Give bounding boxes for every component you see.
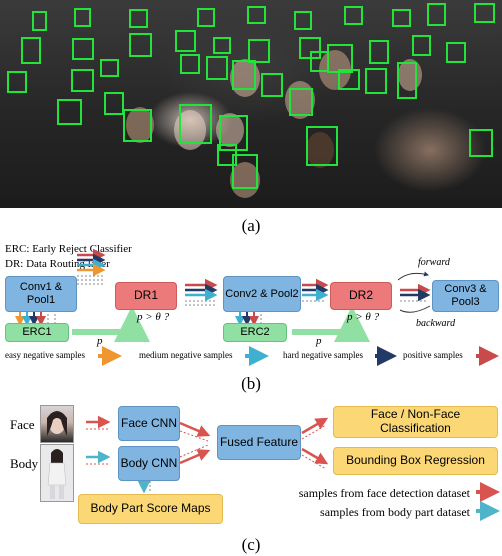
pipeline-arrows [15, 248, 499, 366]
face-detection-box [32, 11, 47, 31]
face-input-label: Face [10, 417, 35, 432]
people-silhouettes [126, 50, 422, 198]
erc1-block: ERC1 [5, 323, 69, 342]
face-detection-box [427, 3, 446, 26]
dr2-block: DR2 [330, 282, 392, 310]
face-detection-box [469, 129, 493, 157]
face-detection-box [213, 37, 231, 54]
backward-label: backward [416, 318, 456, 329]
easy-negative-label: easy negative samples [5, 350, 85, 360]
positive-label: positive samples [403, 350, 463, 360]
routing-arrow-1 [72, 306, 150, 342]
face-detection-box [232, 60, 256, 90]
hard-negative-label: hard negative samples [283, 350, 363, 360]
face-detection-box [179, 104, 212, 144]
erc2-block: ERC2 [223, 323, 287, 342]
face-detection-box [197, 8, 215, 27]
face-detection-box [21, 37, 41, 64]
fusion-arrows [86, 415, 500, 521]
face-image [47, 411, 67, 436]
p-label-1: p [97, 335, 103, 347]
dr1-condition: p > θ ? [137, 311, 170, 323]
face-thumbnail [40, 405, 74, 443]
legend-face-samples: samples from face detection dataset [298, 486, 470, 500]
face-detection-box [104, 92, 124, 115]
conv3-pool3-block: Conv3 & Pool3 [432, 280, 499, 312]
arrow-stack-4 [400, 283, 431, 302]
face-detection-box [397, 62, 417, 99]
face-detection-box [338, 69, 360, 90]
face-detection-box [412, 35, 431, 56]
body-input-label: Body [10, 456, 39, 471]
face-detection-box [261, 73, 283, 97]
face-detection-box [446, 42, 466, 63]
dr1-block: DR1 [115, 282, 177, 310]
face-detection-box [474, 3, 495, 23]
dr2-condition: p > θ ? [347, 311, 380, 323]
forward-backward-arrows [397, 271, 431, 313]
face-detection-box [392, 9, 411, 27]
face-detection-box [294, 11, 312, 30]
face-detection-box [219, 115, 248, 151]
face-detection-box [369, 40, 389, 64]
body-cnn-block: Body CNN [118, 446, 180, 481]
face-detection-box [7, 71, 27, 93]
arrow-stack-3 [302, 278, 329, 302]
face-detection-box [344, 6, 363, 25]
face-cnn-block: Face CNN [118, 406, 180, 441]
face-detection-box [248, 39, 270, 63]
conv1-pool1-block: Conv1 & Pool1 [5, 276, 77, 312]
face-detection-box [365, 68, 387, 94]
face-detection-box [247, 6, 266, 24]
face-detection-box [310, 51, 329, 72]
body-part-score-maps-block: Body Part Score Maps [78, 494, 223, 524]
face-detection-box [129, 9, 148, 28]
bbox-regression-block: Bounding Box Regression [333, 447, 498, 475]
routing-arrow-2 [292, 306, 370, 342]
face-detection-box [206, 56, 228, 80]
face-detection-box [289, 88, 313, 116]
arrow-stack-1 [77, 248, 106, 285]
legend-body-samples: samples from body part dataset [320, 505, 470, 519]
arrow-stack-2 [185, 278, 218, 306]
face-detection-box [232, 154, 258, 189]
conv2-pool2-block: Conv2 & Pool2 [223, 276, 301, 312]
caption-b: (b) [241, 374, 261, 393]
caption-c: (c) [241, 535, 261, 554]
body-thumbnail [40, 444, 74, 502]
face-detection-box [123, 109, 152, 142]
body-image [47, 449, 67, 499]
face-detection-box [306, 126, 338, 166]
vertical-arrows-1 [15, 312, 56, 326]
face-detection-box [74, 8, 91, 27]
medium-negative-label: medium negative samples [139, 350, 233, 360]
face-detection-box [71, 69, 94, 92]
face-detections [7, 3, 495, 198]
vertical-arrows-2 [235, 312, 262, 326]
face-detection-box [72, 38, 94, 60]
face-detection-box [129, 33, 152, 57]
forward-label: forward [418, 257, 450, 268]
face-detection-box [175, 30, 196, 52]
face-detection-box [100, 59, 119, 77]
face-detection-box [180, 54, 200, 74]
caption-a: (a) [241, 216, 261, 235]
classification-block: Face / Non-Face Classification [333, 406, 498, 438]
face-detection-box [57, 99, 82, 125]
crowd-photo [0, 0, 502, 208]
p-label-2: p [316, 335, 322, 347]
fused-feature-block: Fused Feature [217, 425, 301, 460]
